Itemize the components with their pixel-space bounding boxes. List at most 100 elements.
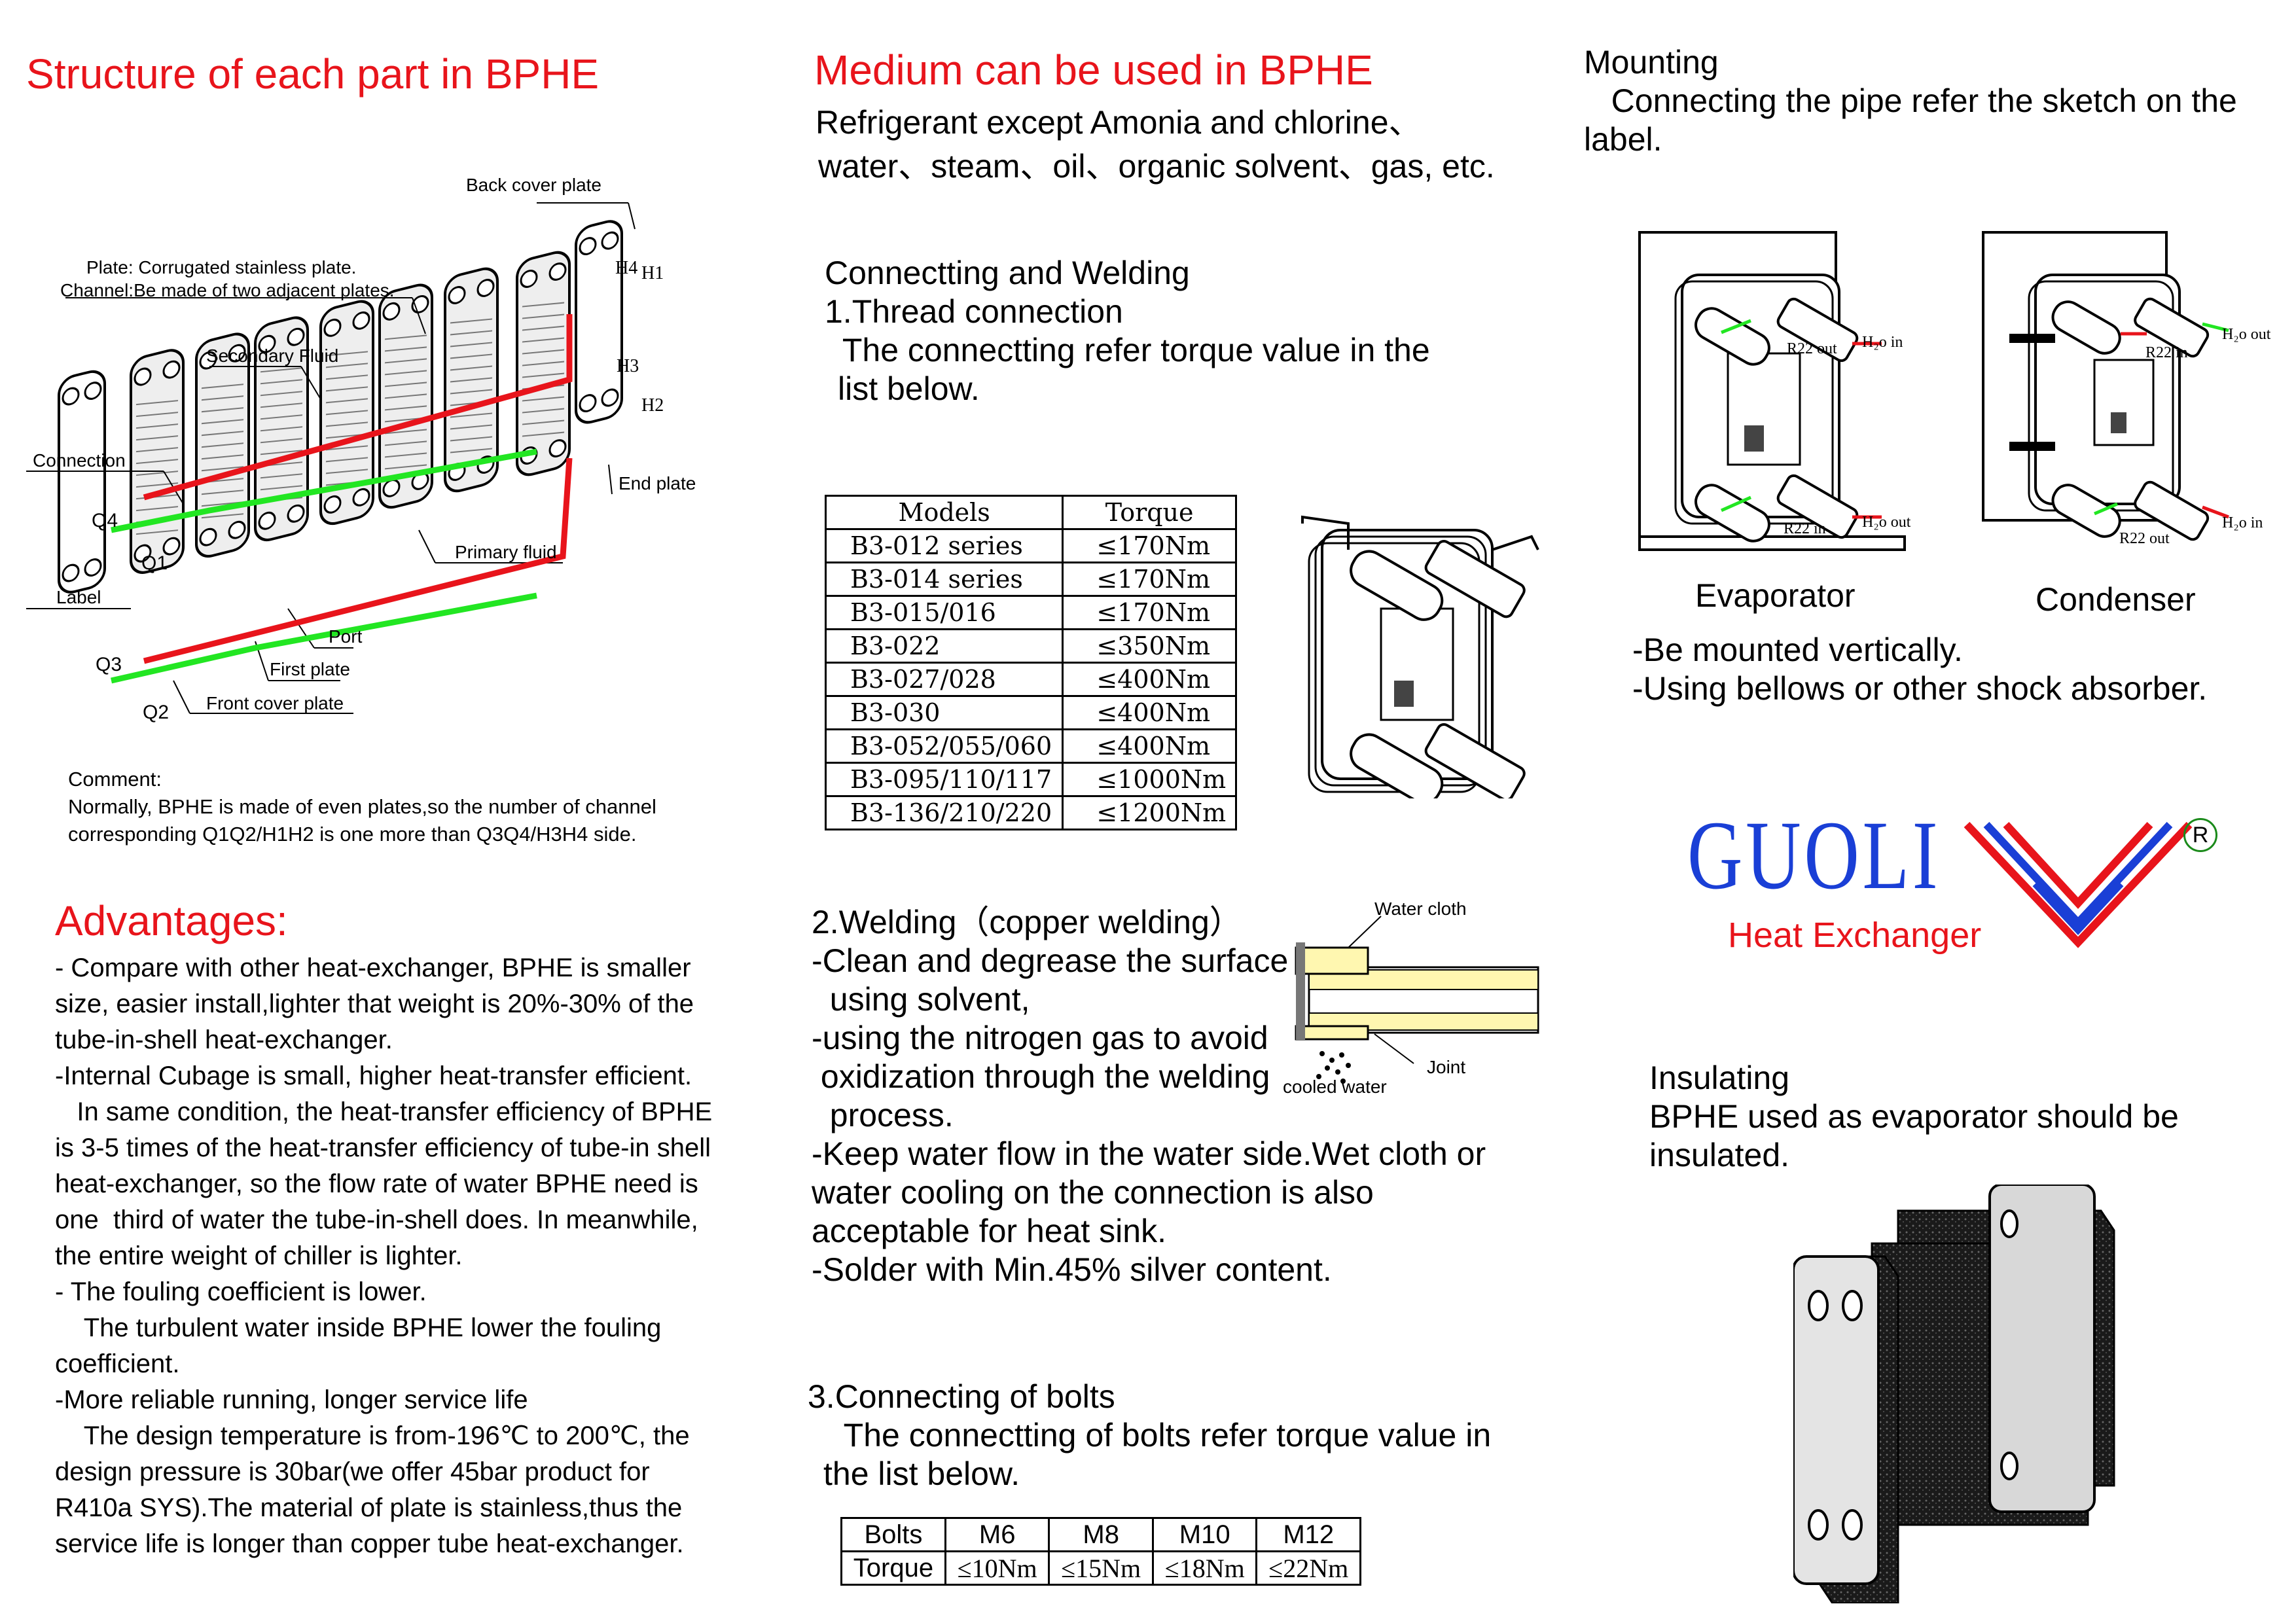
port-hole xyxy=(448,286,466,304)
corrugation-line xyxy=(260,402,303,408)
port-hole xyxy=(382,302,401,321)
port-hole xyxy=(134,544,152,563)
table-row: B3-052/055/060≤400Nm xyxy=(824,728,1237,764)
bolts-cell: Bolts xyxy=(840,1517,946,1552)
advantages-line: tube-in-shell heat-exchanger. xyxy=(55,1026,393,1054)
table-cell: B3-022 xyxy=(824,628,1064,664)
port-hole xyxy=(323,495,342,514)
corrugation-line xyxy=(325,351,368,357)
port-hole xyxy=(352,311,370,330)
corrugation-line xyxy=(325,421,368,427)
corrugation-line xyxy=(260,473,303,479)
front-cover-plate xyxy=(58,370,106,594)
corrugation-line xyxy=(135,459,179,465)
corrugation-line xyxy=(384,429,427,435)
table-cell: B3-012 series xyxy=(824,528,1064,563)
table-header-cell: Torque xyxy=(1062,495,1237,530)
corrugation-line xyxy=(201,442,244,448)
port-hole xyxy=(579,237,597,255)
thread-title: 1.Thread connection xyxy=(825,293,1123,330)
corrugation-line xyxy=(135,435,179,441)
table-cell: ≤170Nm xyxy=(1062,528,1237,563)
label-plate: Plate: Corrugated stainless plate. xyxy=(86,257,356,277)
corrugation-line xyxy=(135,471,179,476)
table-header-cell: Models xyxy=(824,495,1064,530)
advantages-line: design pressure is 30bar(we offer 45bar … xyxy=(55,1457,650,1486)
corrugation-line xyxy=(384,358,427,364)
welding-line: process. xyxy=(812,1097,954,1133)
corrugation-line xyxy=(201,431,244,437)
corrugation-line xyxy=(325,363,368,368)
bolts-cell: ≤10Nm xyxy=(944,1550,1050,1586)
advantages-line: - Compare with other heat-exchanger, BPH… xyxy=(55,954,691,982)
corrugation-line xyxy=(450,377,493,383)
registered-mark: R xyxy=(2183,818,2217,852)
port-hole xyxy=(579,394,597,412)
advantages-title: Advantages: xyxy=(55,897,288,944)
corrugation-line xyxy=(450,448,493,454)
corrugation-line xyxy=(260,426,303,432)
medium-line: water、steam、oil、organic solvent、gas, etc… xyxy=(818,148,1495,185)
corrugation-line xyxy=(384,370,427,376)
port-hole xyxy=(476,279,495,297)
corrugation-line xyxy=(260,438,303,444)
welding-line: oxidization through the welding xyxy=(812,1058,1270,1095)
connecting-title: Connectting and Welding xyxy=(825,255,1190,291)
port-hole xyxy=(352,488,370,507)
welding-line: -Clean and degrease the surface xyxy=(812,942,1289,979)
mounting-notes: -Be mounted vertically. -Using bellows o… xyxy=(1632,631,2207,708)
advantages-line: one third of water the tube-in-shell doe… xyxy=(55,1205,698,1234)
bolts-cell: ≤22Nm xyxy=(1255,1550,1361,1586)
welding-line: water cooling on the connection is also xyxy=(812,1174,1374,1211)
bolts-title: 3.Connecting of bolts xyxy=(808,1378,1115,1415)
mounting-block: Mounting Connecting the pipe refer the s… xyxy=(1584,43,2278,159)
corrugation-line xyxy=(135,494,179,500)
label-back-cover: Back cover plate xyxy=(466,175,601,195)
corrugation-line xyxy=(135,447,179,453)
label-h1: H1 xyxy=(641,263,664,283)
label-connection: Connection xyxy=(33,450,126,471)
welding-line: using solvent, xyxy=(812,981,1030,1018)
bolts-cell: M10 xyxy=(1151,1517,1258,1552)
port-hole xyxy=(548,262,567,281)
advantages-line: heat-exchanger, so the flow rate of wate… xyxy=(55,1169,698,1198)
comment-block: Comment: Normally, BPHE is made of even … xyxy=(68,766,755,848)
table-cell: ≤170Nm xyxy=(1062,595,1237,630)
registered-letter: R xyxy=(2192,823,2209,847)
table-cell: B3-095/110/117 xyxy=(824,762,1064,797)
mounting-title: Mounting xyxy=(1584,44,1719,80)
evap-r22-out: R22 out xyxy=(1787,340,1837,357)
label-h4: H4 xyxy=(615,258,637,278)
corrugation-line xyxy=(260,367,303,373)
port-hole xyxy=(258,334,276,353)
brand-subtitle: Heat Exchanger xyxy=(1728,916,1982,955)
thread-line: The connectting refer torque value in th… xyxy=(825,332,1430,368)
corrugation-line xyxy=(135,412,179,418)
corrugation-line xyxy=(201,490,244,495)
table-row: B3-136/210/220≤1200Nm xyxy=(824,795,1237,830)
corrugation-line xyxy=(325,469,368,474)
advantages-line: coefficient. xyxy=(55,1349,180,1378)
corrugation-line xyxy=(135,506,179,512)
corrugation-line xyxy=(201,513,244,519)
structure-title: Structure of each part in BPHE xyxy=(26,50,600,98)
back-cover-plate xyxy=(575,220,623,424)
label-channel: Channel:Be made of two adjacent plates. xyxy=(60,280,395,300)
table-cell: B3-136/210/220 xyxy=(824,795,1064,830)
corrugation-line xyxy=(450,389,493,395)
bolts-cell: ≤18Nm xyxy=(1151,1550,1258,1586)
corrugation-line xyxy=(135,423,179,429)
corrugation-line xyxy=(450,353,493,359)
port-hole xyxy=(84,382,102,400)
comment-line: corresponding Q1Q2/H1H2 is one more than… xyxy=(68,823,637,846)
table-row: B3-027/028≤400Nm xyxy=(824,662,1237,697)
advantages-body: - Compare with other heat-exchanger, BPH… xyxy=(55,950,795,1562)
corrugation-line xyxy=(522,361,565,366)
port-hole xyxy=(62,563,80,582)
table-cell: B3-027/028 xyxy=(824,662,1064,697)
advantages-line: -Internal Cubage is small, higher heat-t… xyxy=(55,1061,692,1090)
port-hole xyxy=(548,439,567,457)
label-secondary: Secondary Fluid xyxy=(206,346,338,366)
label-h2: H2 xyxy=(641,395,664,416)
welding-lines: 2.Welding（copper welding）-Clean and degr… xyxy=(812,903,1518,1289)
